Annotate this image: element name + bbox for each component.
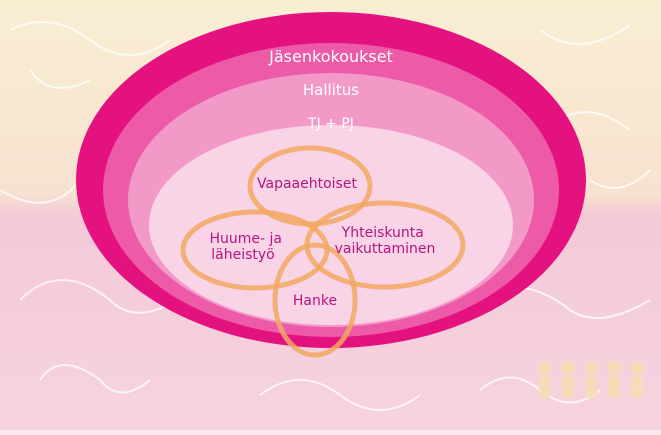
- circle-label-yhteiskunta-line-2: vaikuttaminen: [335, 241, 436, 257]
- people-chain-doodle: [538, 361, 644, 398]
- circle-label-huume-line-1: Huume- ja: [210, 231, 283, 247]
- layer-label-tj-pj: TJ + PJ: [307, 116, 354, 132]
- circle-label-huume-line-2: läheistyö: [211, 247, 274, 263]
- layer-label-hallitus: Hallitus: [303, 81, 359, 99]
- layer-label-jasenkokoukset: Jäsenkokoukset: [268, 47, 393, 66]
- circle-label-huume: Huume- ja läheistyö: [210, 231, 287, 263]
- circle-hanke: [272, 242, 358, 358]
- circle-label-hanke: Hanke: [293, 293, 337, 309]
- circle-label-yhteiskunta-line-1: Yhteiskunta: [341, 225, 424, 241]
- circle-label-yhteiskunta: Yhteiskunta vaikuttaminen: [335, 225, 436, 257]
- layer-core: [149, 125, 513, 325]
- circle-label-vapaaehtoiset: Vapaaehtoiset: [257, 176, 357, 192]
- overlapping-circles: [180, 145, 466, 358]
